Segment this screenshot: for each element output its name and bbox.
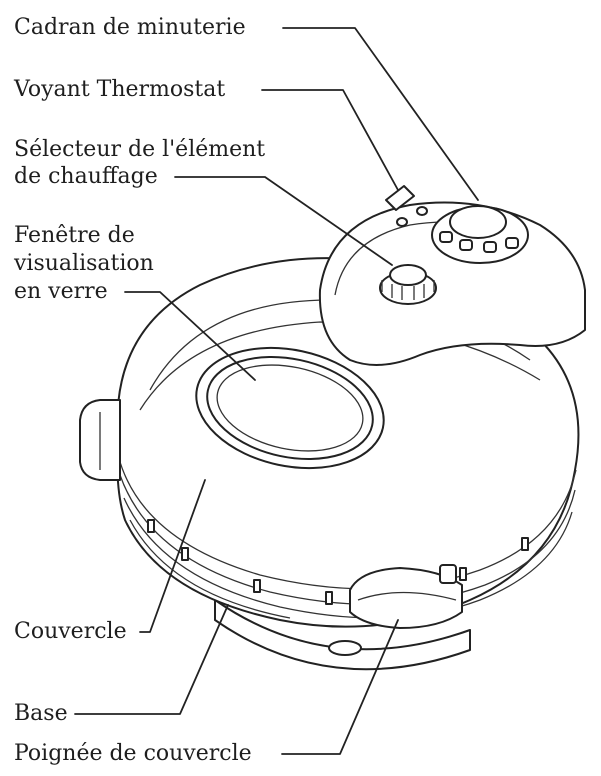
side-tab xyxy=(79,399,121,481)
leader-timer-dial xyxy=(282,27,479,201)
heating-selector-shape xyxy=(379,264,437,305)
label-lid-handle: Poignée de couvercle xyxy=(14,741,252,766)
lid-handle-shape xyxy=(349,564,463,629)
leader-window xyxy=(124,291,256,381)
label-window-line1: Fenêtre de xyxy=(14,223,135,248)
label-timer-dial: Cadran de minuterie xyxy=(14,15,246,40)
timer-dial-shape xyxy=(431,205,529,264)
label-base: Base xyxy=(14,701,68,726)
label-heating-selector-line2: de chauffage xyxy=(14,164,158,189)
leader-base xyxy=(74,604,229,715)
leader-thermostat xyxy=(261,89,399,191)
leader-lid xyxy=(139,479,206,633)
label-window-line3: en verre xyxy=(14,279,108,304)
glass-window-shape xyxy=(195,346,385,470)
label-thermostat-light: Voyant Thermostat xyxy=(14,77,226,102)
leader-lines xyxy=(74,27,479,755)
label-heating-selector-line1: Sélecteur de l'élément xyxy=(14,137,266,162)
base-shape xyxy=(214,599,471,671)
leader-heating-selector xyxy=(174,176,393,266)
label-lid: Couvercle xyxy=(14,619,127,644)
label-window-line2: visualisation xyxy=(14,251,154,276)
leader-lid-handle xyxy=(281,619,399,755)
